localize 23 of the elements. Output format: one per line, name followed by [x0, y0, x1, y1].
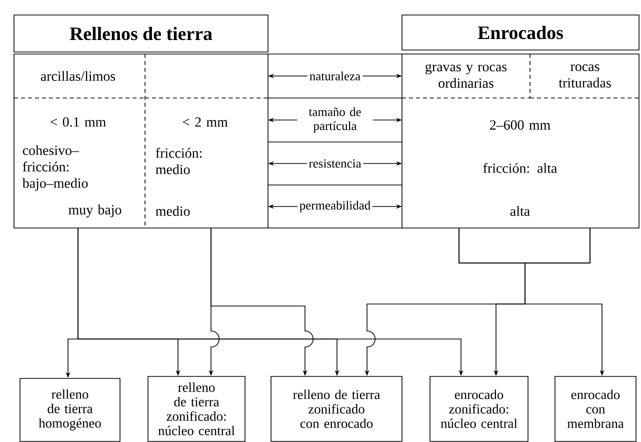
- result-box: relleno de tierra zonificado: núcleo central: [148, 376, 246, 442]
- cell-text: 2–600 mm: [490, 120, 550, 130]
- cell-text: rocas trituradas: [558, 64, 611, 88]
- cell-text: < 2 mm: [182, 117, 228, 127]
- cell-text: < 0.1 mm: [50, 117, 106, 127]
- property-label: naturaleza: [310, 72, 360, 80]
- result-box: relleno de tierra zonificado con enrocado: [270, 376, 402, 442]
- property-label: permeabilidad: [300, 200, 370, 212]
- cell-text: fricción: alta: [483, 162, 557, 173]
- cell-text: fricción: medio: [156, 148, 202, 174]
- result-box: relleno de tierra homogéneo: [20, 378, 120, 442]
- result-box: enrocado zonificado: núcleo central: [430, 376, 528, 442]
- table-header: Rellenos de tierra: [14, 14, 268, 52]
- cell-text: cohesivo– fricción: bajo–medio: [22, 145, 88, 191]
- property-label: resistencia: [308, 159, 362, 168]
- result-box: enrocado con membrana: [554, 376, 636, 442]
- cell-text: gravas y rocas ordinarias: [426, 64, 507, 88]
- property-label: tamaño de partícula: [308, 107, 361, 133]
- cell-text: alta: [510, 206, 530, 216]
- table-header: Enrocados: [402, 14, 640, 50]
- cell-text: muy bajo: [68, 204, 122, 218]
- cell-text: medio: [156, 206, 190, 216]
- cell-text: arcillas/limos: [40, 71, 116, 81]
